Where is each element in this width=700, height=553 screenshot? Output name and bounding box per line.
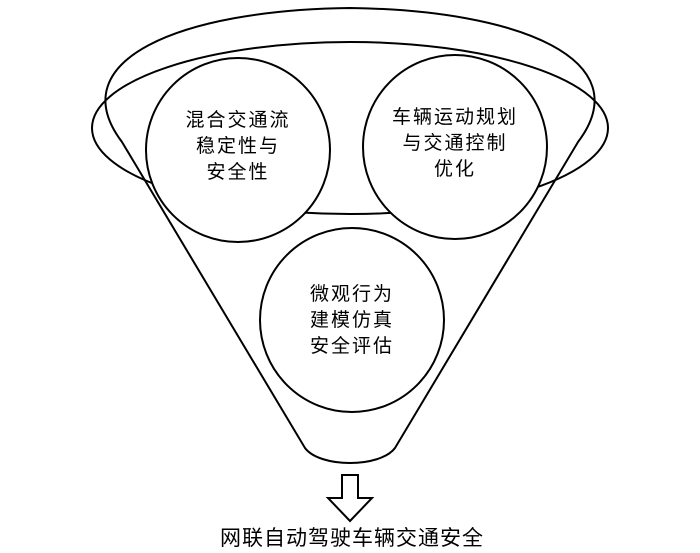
node-planning: 车辆运动规划 与交通控制 优化 bbox=[362, 54, 548, 240]
down-arrow-icon bbox=[325, 474, 375, 523]
node-simulation-line-3: 安全评估 bbox=[310, 335, 394, 357]
node-stability-circle bbox=[145, 57, 331, 243]
output-label: 网联自动驾驶车辆交通安全 bbox=[220, 526, 484, 550]
node-simulation-line-2: 建模仿真 bbox=[310, 309, 394, 331]
node-stability-line-1: 混合交通流 bbox=[185, 109, 290, 131]
node-simulation-line-1: 微观行为 bbox=[310, 283, 394, 305]
node-simulation: 微观行为 建模仿真 安全评估 bbox=[259, 227, 445, 413]
node-planning-line-3: 优化 bbox=[434, 158, 476, 180]
node-simulation-circle bbox=[259, 227, 445, 413]
funnel-outer-outline bbox=[104, 6, 596, 464]
node-stability-line-3: 安全性 bbox=[206, 161, 269, 183]
node-planning-circle bbox=[362, 54, 548, 240]
node-planning-line-2: 与交通控制 bbox=[402, 132, 507, 154]
node-stability: 混合交通流 稳定性与 安全性 bbox=[145, 57, 331, 243]
funnel-inner-ellipse bbox=[91, 41, 609, 215]
node-stability-line-2: 稳定性与 bbox=[196, 135, 280, 157]
node-planning-line-1: 车辆运动规划 bbox=[392, 106, 518, 128]
